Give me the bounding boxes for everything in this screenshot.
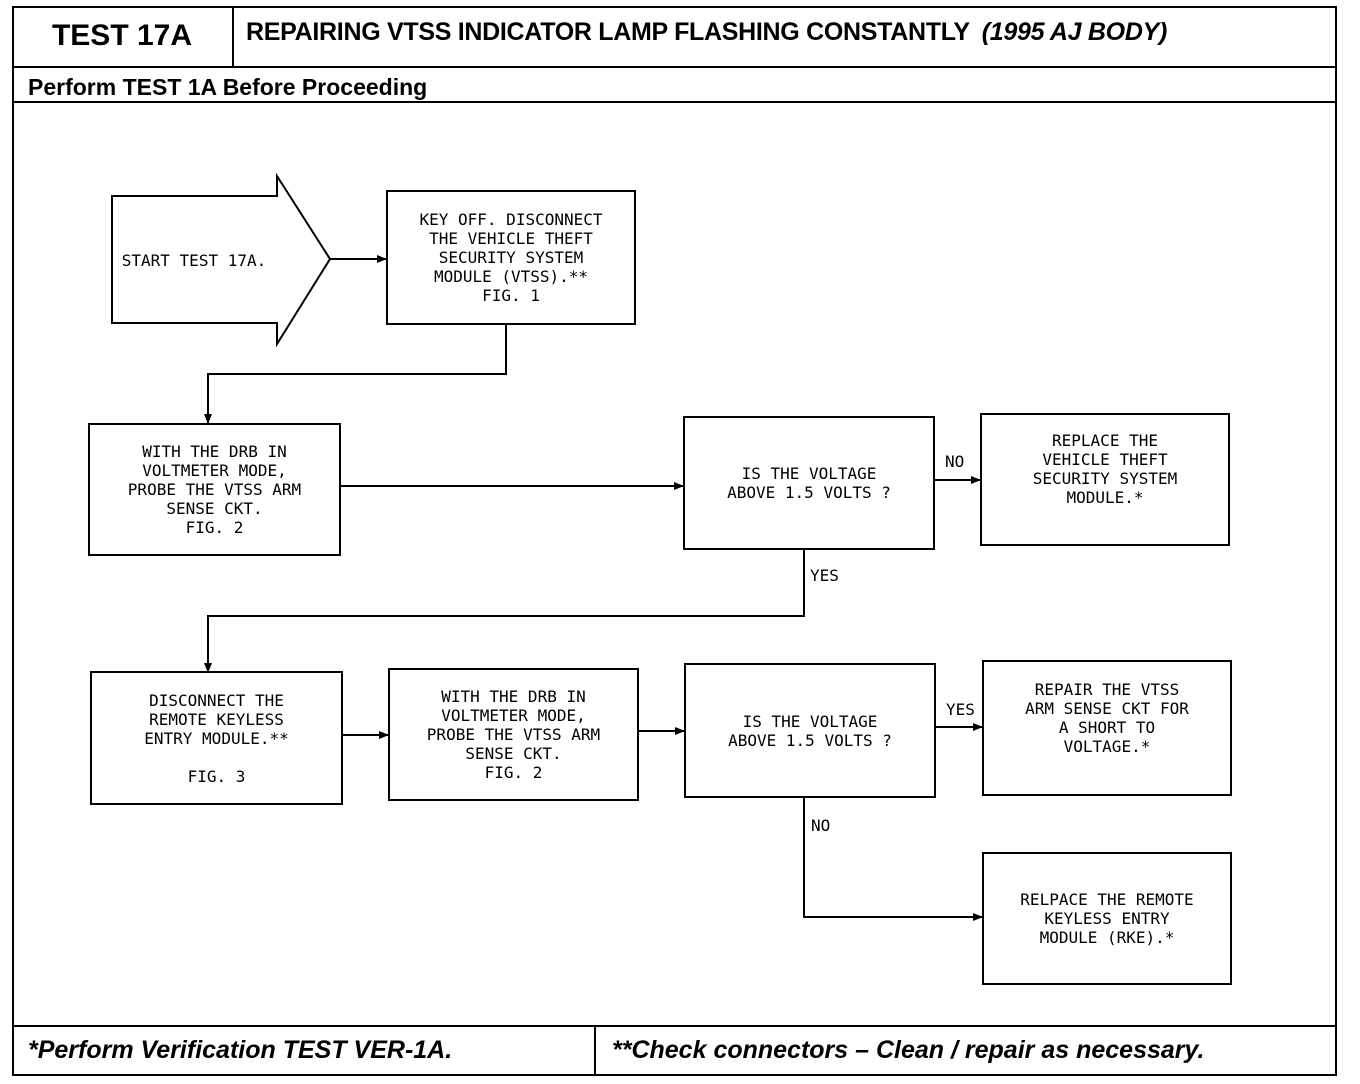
- result-replace-vtss: REPLACE THE VEHICLE THEFT SECURITY SYSTE…: [980, 413, 1230, 546]
- question2-voltage: IS THE VOLTAGE ABOVE 1.5 VOLTS ?: [684, 663, 936, 798]
- question1-voltage: IS THE VOLTAGE ABOVE 1.5 VOLTS ?: [683, 416, 935, 550]
- connector-q1-yes: [204, 549, 805, 673]
- step1-disconnect-vtss: KEY OFF. DISCONNECT THE VEHICLE THEFT SE…: [386, 190, 636, 325]
- footer-connectors-note: **Check connectors – Clean / repair as n…: [612, 1036, 1205, 1064]
- step4-probe-vtss: WITH THE DRB IN VOLTMETER MODE, PROBE TH…: [388, 668, 639, 801]
- title-text: REPAIRING VTSS INDICATOR LAMP FLASHING C…: [246, 18, 970, 46]
- page-frame: [12, 6, 1337, 1076]
- q2-no-label: NO: [811, 816, 831, 835]
- footer-divider: [12, 1025, 1337, 1027]
- subheader-divider: [12, 101, 1337, 103]
- step3-disconnect-rke: DISCONNECT THE REMOTE KEYLESS ENTRY MODU…: [90, 671, 343, 805]
- prerequisite-text: Perform TEST 1A Before Proceeding: [28, 74, 428, 100]
- page-title: REPAIRING VTSS INDICATOR LAMP FLASHING C…: [246, 18, 1167, 47]
- connector-step1-step2: [204, 324, 507, 424]
- footer-separator: [594, 1025, 596, 1076]
- q2-yes-label: YES: [946, 700, 975, 719]
- header-divider: [12, 66, 1337, 68]
- q1-no-label: NO: [945, 452, 965, 471]
- result-replace-rke: RELPACE THE REMOTE KEYLESS ENTRY MODULE …: [982, 852, 1232, 985]
- footer-verification-note: *Perform Verification TEST VER-1A.: [28, 1036, 453, 1064]
- connector-q2-no: [803, 797, 983, 921]
- q1-yes-label: YES: [810, 566, 839, 585]
- start-label: START TEST 17A.: [121, 250, 267, 270]
- result-repair-short: REPAIR THE VTSS ARM SENSE CKT FOR A SHOR…: [982, 660, 1232, 796]
- start-arrow-shape: [111, 172, 332, 348]
- step2-probe-vtss: WITH THE DRB IN VOLTMETER MODE, PROBE TH…: [88, 423, 341, 556]
- model-text: (1995 AJ BODY): [981, 18, 1168, 46]
